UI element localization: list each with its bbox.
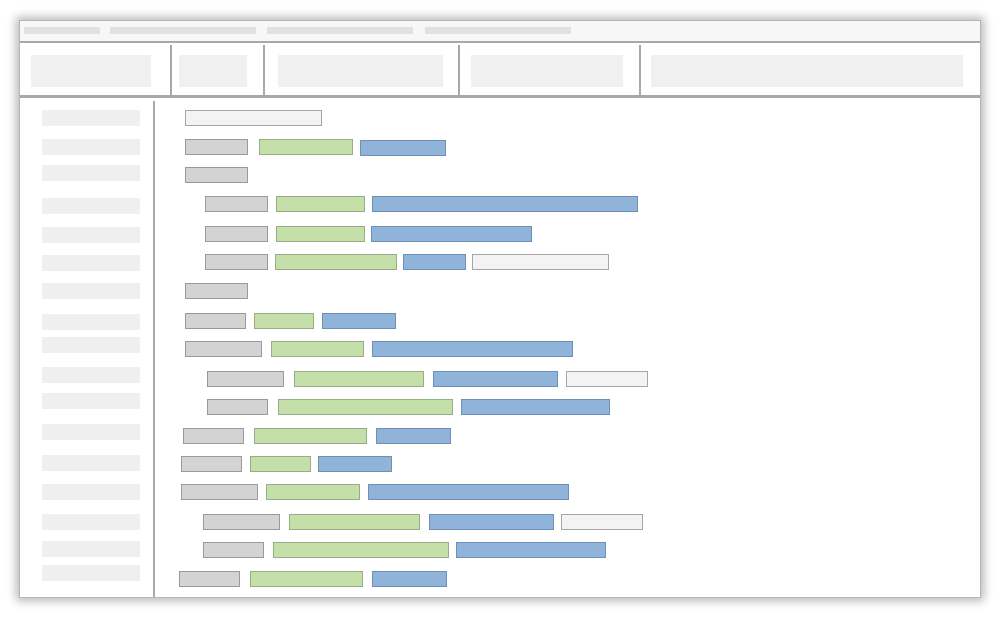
tree-node-value[interactable] [461,399,610,415]
tree-node-value[interactable] [429,514,554,530]
sidebar-item[interactable] [42,139,140,155]
tree-node-key[interactable] [205,196,268,212]
toolbar-field-4[interactable] [471,55,623,87]
sidebar-item[interactable] [42,393,140,409]
tree-header-field[interactable] [185,110,322,126]
tree-node-type[interactable] [273,542,449,558]
tree-node-type[interactable] [254,428,367,444]
tree-node-key[interactable] [181,456,242,472]
toolbar-divider [263,45,265,98]
menu-bar [20,21,980,43]
tree-node-value[interactable] [376,428,451,444]
tree-panel [157,101,980,597]
sidebar-item[interactable] [42,227,140,243]
tree-node-value[interactable] [318,456,392,472]
sidebar-item[interactable] [42,455,140,471]
tree-node-type[interactable] [266,484,360,500]
tree-node-extra[interactable] [566,371,648,387]
toolbar-divider [639,45,641,98]
tree-node-type[interactable] [276,226,365,242]
sidebar-item[interactable] [42,367,140,383]
tree-node-key[interactable] [205,254,268,270]
tree-node-type[interactable] [276,196,365,212]
tree-node-value[interactable] [372,196,638,212]
tree-node-key[interactable] [205,226,268,242]
sidebar-item[interactable] [42,424,140,440]
tree-node-extra[interactable] [472,254,609,270]
sidebar-item[interactable] [42,514,140,530]
tree-node-type[interactable] [250,571,363,587]
tree-node-type[interactable] [289,514,420,530]
tree-node-key[interactable] [185,283,248,299]
tree-node-type[interactable] [250,456,311,472]
tree-node-value[interactable] [372,341,573,357]
menu-item-1[interactable] [24,27,100,34]
tree-node-key[interactable] [183,428,244,444]
tree-node-type[interactable] [254,313,314,329]
sidebar-item[interactable] [42,484,140,500]
application-window [19,20,981,598]
menu-item-2[interactable] [110,27,256,34]
tree-node-key[interactable] [181,484,258,500]
menu-item-4[interactable] [425,27,571,34]
sidebar-item[interactable] [42,255,140,271]
tree-node-value[interactable] [371,226,532,242]
tree-node-key[interactable] [185,139,248,155]
tree-node-type[interactable] [278,399,453,415]
toolbar-field-3[interactable] [278,55,443,87]
toolbar-divider [170,45,172,98]
tree-node-key[interactable] [203,542,264,558]
tree-node-type[interactable] [271,341,364,357]
tree-node-value[interactable] [360,140,446,156]
tree-node-key[interactable] [207,371,284,387]
tree-node-key[interactable] [185,341,262,357]
tree-node-type[interactable] [275,254,397,270]
tree-node-key[interactable] [185,313,246,329]
tree-node-value[interactable] [322,313,396,329]
sidebar-item[interactable] [42,337,140,353]
tree-node-type[interactable] [259,139,353,155]
tree-node-value[interactable] [368,484,569,500]
sidebar-item[interactable] [42,314,140,330]
toolbar-divider [458,45,460,98]
sidebar-item[interactable] [42,565,140,581]
sidebar-item[interactable] [42,110,140,126]
tree-node-extra[interactable] [561,514,643,530]
menu-item-3[interactable] [267,27,413,34]
tree-node-key[interactable] [203,514,280,530]
tree-node-type[interactable] [294,371,424,387]
tree-node-key[interactable] [185,167,248,183]
tree-node-key[interactable] [179,571,240,587]
toolbar-field-1[interactable] [31,55,151,87]
toolbar [20,45,980,98]
toolbar-field-5[interactable] [651,55,963,87]
sidebar [20,101,155,597]
sidebar-item[interactable] [42,541,140,557]
sidebar-item[interactable] [42,165,140,181]
tree-node-value[interactable] [433,371,558,387]
tree-node-value[interactable] [403,254,466,270]
sidebar-item[interactable] [42,198,140,214]
sidebar-item[interactable] [42,283,140,299]
toolbar-field-2[interactable] [179,55,247,87]
tree-node-value[interactable] [456,542,606,558]
tree-node-key[interactable] [207,399,268,415]
tree-node-value[interactable] [372,571,447,587]
